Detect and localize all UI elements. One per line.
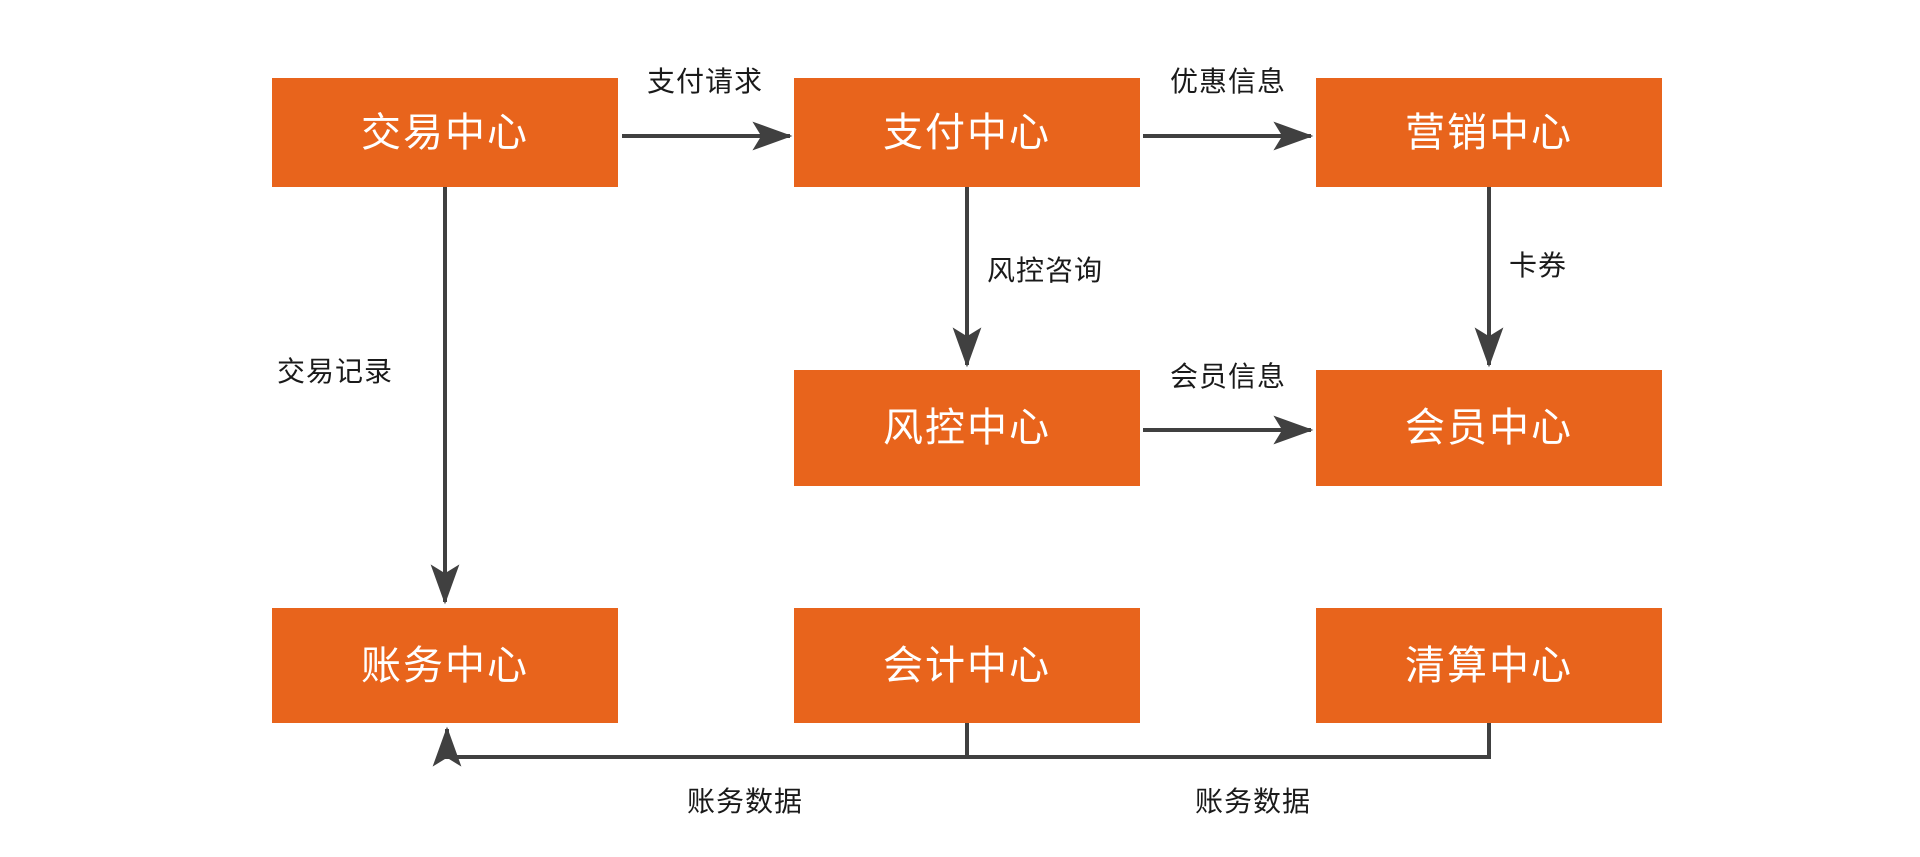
node-payment-center[interactable]: 支付中心 (794, 78, 1140, 187)
node-trade-center[interactable]: 交易中心 (272, 78, 618, 187)
node-accounting-center[interactable]: 账务中心 (272, 608, 618, 723)
node-risk-control-center[interactable]: 风控中心 (794, 370, 1140, 486)
edge-label-risk-consult: 风控咨询 (987, 255, 1104, 286)
node-settlement-center[interactable]: 清算中心 (1316, 608, 1662, 723)
node-label: 支付中心 (883, 110, 1051, 155)
edge-label-coupon: 卡券 (1509, 250, 1568, 281)
node-label: 交易中心 (361, 110, 529, 155)
node-member-center[interactable]: 会员中心 (1316, 370, 1662, 486)
node-label: 清算中心 (1405, 643, 1573, 688)
edge-label-trade-record: 交易记录 (277, 356, 394, 387)
edge-label-member-info: 会员信息 (1169, 361, 1287, 392)
node-label: 会员中心 (1405, 406, 1573, 450)
node-marketing-center[interactable]: 营销中心 (1316, 78, 1662, 187)
node-label: 账务中心 (361, 643, 529, 688)
edge-label-account-data-left: 账务数据 (686, 786, 804, 817)
edge-label-payment-request: 支付请求 (646, 66, 764, 97)
edge-label-promotion-info: 优惠信息 (1169, 66, 1287, 97)
node-label: 营销中心 (1405, 110, 1573, 155)
edge-account-data-settlement (967, 723, 1491, 759)
node-label: 风控中心 (883, 406, 1051, 450)
edge-account-data-bookkeeping (432, 723, 969, 767)
edge-label-account-data-right: 账务数据 (1194, 786, 1312, 817)
node-bookkeeping-center[interactable]: 会计中心 (794, 608, 1140, 723)
node-label: 会计中心 (883, 643, 1051, 688)
